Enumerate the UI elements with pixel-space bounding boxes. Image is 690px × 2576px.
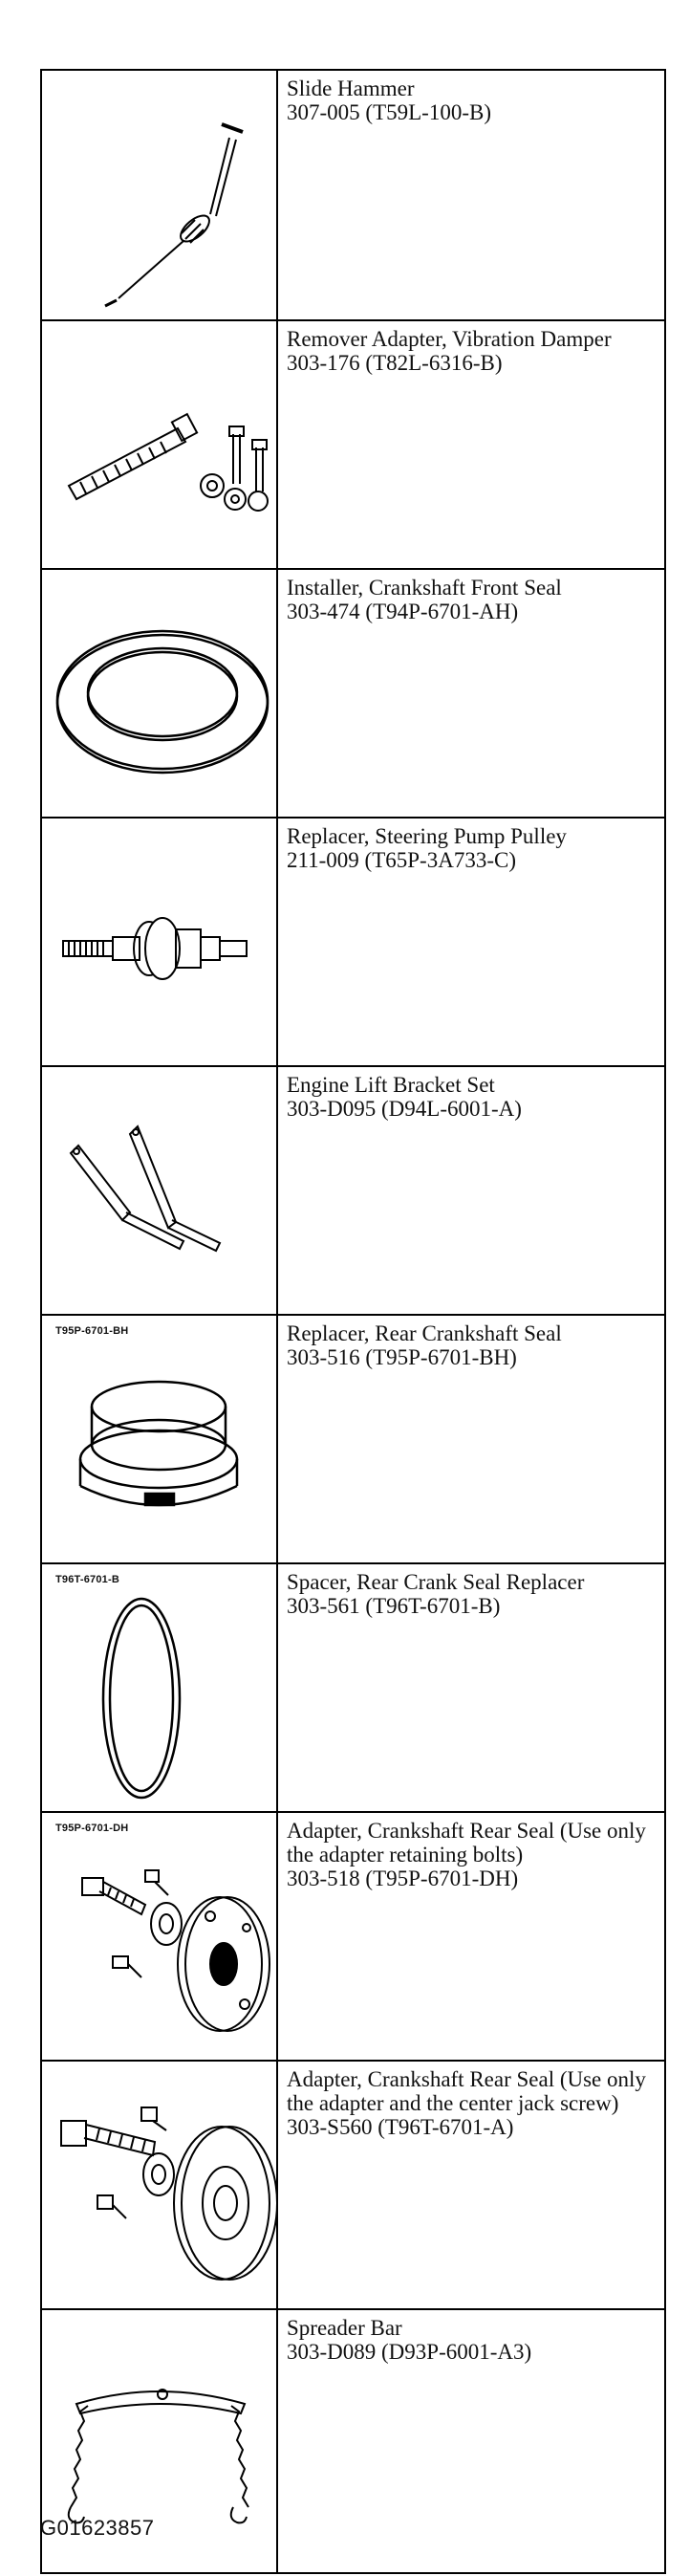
tool-illustration-cell	[42, 1067, 278, 1314]
tool-illustration-cell	[42, 2062, 278, 2308]
tool-illustration-cell	[42, 2310, 278, 2572]
tool-name: Replacer, Steering Pump Pulley	[287, 824, 567, 848]
figure-label: T95P-6701-DH	[55, 1823, 129, 1834]
tool-name: Remover Adapter, Vibration Damper	[287, 327, 612, 351]
tool-number: 303-176 (T82L-6316-B)	[287, 351, 503, 375]
tool-row: Slide Hammer 307-005 (T59L-100-B)	[42, 71, 664, 319]
tool-illustration-cell: T95P-6701-DH	[42, 1813, 278, 2060]
tool-name: Adapter, Crankshaft Rear Seal (Use only …	[287, 2067, 652, 2115]
tool-description: Spacer, Rear Crank Seal Replacer 303-561…	[278, 1564, 664, 1811]
tool-description: Replacer, Steering Pump Pulley 211-009 (…	[278, 819, 664, 1065]
tool-number: 303-516 (T95P-6701-BH)	[287, 1345, 517, 1369]
tool-name: Spacer, Rear Crank Seal Replacer	[287, 1570, 585, 1594]
tool-illustration-cell	[42, 321, 278, 568]
rear-seal-replacer-icon	[78, 1380, 239, 1507]
tool-illustration-cell	[42, 819, 278, 1065]
tool-name: Installer, Crankshaft Front Seal	[287, 576, 562, 600]
tool-description: Adapter, Crankshaft Rear Seal (Use only …	[278, 1813, 664, 2060]
tool-row: Spreader Bar 303-D089 (D93P-6001-A3)	[42, 2308, 664, 2572]
tool-name: Replacer, Rear Crankshaft Seal	[287, 1321, 562, 1345]
tool-row: Replacer, Steering Pump Pulley 211-009 (…	[42, 817, 664, 1065]
figure-label: T96T-6701-B	[55, 1574, 120, 1585]
tool-number: 211-009 (T65P-3A733-C)	[287, 848, 516, 872]
spreader-bar-icon	[67, 2389, 249, 2524]
figure-label: T95P-6701-BH	[55, 1325, 129, 1337]
tool-description: Spreader Bar 303-D089 (D93P-6001-A3)	[278, 2310, 664, 2572]
tool-description: Replacer, Rear Crankshaft Seal 303-516 (…	[278, 1316, 664, 1562]
tool-row: T95P-6701-BH Replacer, Rear Crankshaft S…	[42, 1314, 664, 1562]
tool-row: Engine Lift Bracket Set 303-D095 (D94L-6…	[42, 1065, 664, 1314]
tool-number: 303-518 (T95P-6701-DH)	[287, 1867, 519, 1890]
tool-number: 303-561 (T96T-6701-B)	[287, 1594, 501, 1618]
figure-code: G01623857	[40, 2516, 155, 2540]
tool-number: 303-S560 (T96T-6701-A)	[287, 2115, 514, 2139]
remover-adapter-icon	[67, 412, 269, 512]
tool-row: Remover Adapter, Vibration Damper 303-17…	[42, 319, 664, 568]
spacer-ring-icon	[101, 1597, 182, 1800]
rear-seal-adapter-icon	[81, 1869, 270, 2032]
tool-number: 307-005 (T59L-100-B)	[287, 100, 491, 124]
tool-row: T95P-6701-DH	[42, 1811, 664, 2060]
tool-name: Engine Lift Bracket Set	[287, 1073, 495, 1097]
tool-description: Remover Adapter, Vibration Damper 303-17…	[278, 321, 664, 568]
tool-illustration-cell: T96T-6701-B	[42, 1564, 278, 1811]
tool-number: 303-D095 (D94L-6001-A)	[287, 1097, 522, 1121]
tool-name: Spreader Bar	[287, 2316, 402, 2340]
tool-row: Installer, Crankshaft Front Seal 303-474…	[42, 568, 664, 817]
tool-description: Slide Hammer 307-005 (T59L-100-B)	[278, 71, 664, 319]
tool-description: Engine Lift Bracket Set 303-D095 (D94L-6…	[278, 1067, 664, 1314]
tool-illustration-cell	[42, 71, 278, 319]
lift-bracket-icon	[69, 1124, 222, 1253]
rear-seal-adapter-jackscrew-icon	[60, 2107, 278, 2281]
tool-description: Adapter, Crankshaft Rear Seal (Use only …	[278, 2062, 664, 2308]
pulley-replacer-icon	[62, 917, 248, 980]
tool-number: 303-474 (T94P-6701-AH)	[287, 600, 519, 623]
special-tools-table: Slide Hammer 307-005 (T59L-100-B)	[40, 69, 666, 2574]
tool-name: Adapter, Crankshaft Rear Seal (Use only …	[287, 1819, 652, 1867]
tool-number: 303-D089 (D93P-6001-A3)	[287, 2340, 532, 2364]
tool-row: Adapter, Crankshaft Rear Seal (Use only …	[42, 2060, 664, 2308]
tool-name: Slide Hammer	[287, 76, 415, 100]
tool-illustration-cell	[42, 570, 278, 817]
slide-hammer-icon	[104, 122, 244, 308]
tool-illustration-cell: T95P-6701-BH	[42, 1316, 278, 1562]
tool-description: Installer, Crankshaft Front Seal 303-474…	[278, 570, 664, 817]
tool-row: T96T-6701-B Spacer, Rear Crank Seal Repl…	[42, 1562, 664, 1811]
seal-installer-ring-icon	[55, 629, 270, 775]
